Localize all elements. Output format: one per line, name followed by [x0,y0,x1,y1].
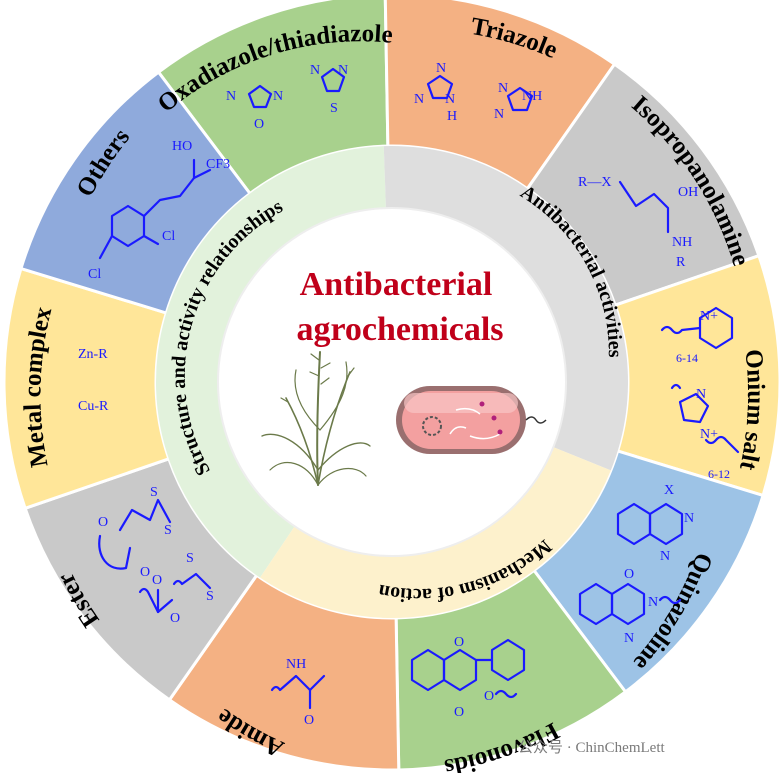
triazole-structure-2: N NH N [494,81,542,122]
ring-activities [383,146,628,471]
atom-n: N [498,81,508,96]
atom-n: N [414,92,424,107]
others-structure: HO CF3 Cl Cl [88,139,230,282]
atom-n: N [648,595,658,610]
r-group: R [676,255,686,270]
title-line-1: Antibacterial [300,266,493,303]
atom-o: O [152,573,162,588]
copper-complex: Cu-R [78,399,109,414]
atom-n: N [624,631,634,646]
oxadiazole-structure: N N O [226,84,283,132]
atom-o: O [140,565,150,580]
atom-n: N [226,89,236,104]
atom-n: N [436,61,446,76]
zinc-complex: Zn-R [78,347,108,362]
atom-h: H [447,109,457,124]
hydroxyl-group: OH [678,185,698,200]
atom-n: N [445,92,455,107]
hydroxyl-group: HO [172,139,192,154]
middle-ring [156,146,628,618]
x-group: X [664,483,674,498]
quinazolinone-structure: O N N [578,567,682,646]
atom-o: O [170,611,180,626]
atom-o: O [304,713,314,728]
amide-structure: NH O [270,657,326,728]
flavone-structure: O O O [410,635,526,720]
atom-n-plus: N+ [700,309,718,324]
atom-n: N [310,63,320,78]
pyridinium-structure: N+ 6-14 [660,306,734,365]
ring-sar [156,146,386,578]
isopropanolamine-structure: R—X OH NH R [578,175,698,270]
watermark: 公众号 · ChinChemLett [518,739,665,756]
ester-structure-3: S S [172,551,214,604]
atom-o: O [98,515,108,530]
atom-s: S [150,485,158,500]
atom-s: S [186,551,194,566]
atom-o: O [454,705,464,720]
atom-n: N [660,549,670,564]
atom-s: S [206,589,214,604]
amine-group: NH [672,235,692,250]
atom-o: O [454,635,464,650]
atom-o: O [624,567,634,582]
chain-length-2: 6-12 [708,467,730,481]
plant-illustration [261,351,371,486]
atom-n: N [696,387,706,402]
atom-o: O [254,117,264,132]
atom-s: S [330,101,338,116]
chloro-group: Cl [162,229,175,244]
ester-structure-2: O O [138,573,180,626]
atom-n: N [338,63,348,78]
atom-o: O [484,689,494,704]
atom-n: N [494,107,504,122]
center-disc-edge [217,207,567,557]
triazole-structure-1: N N N H [414,61,457,124]
metal-complex-structures: Zn-R Cu-R [78,347,109,414]
trifluoromethyl-group: CF3 [206,157,230,172]
atom-nh: NH [522,89,542,104]
ester-structure-1: O O S S [98,485,172,580]
imidazolium-structure: N N+ 6-12 [670,383,740,481]
chloro-group: Cl [88,267,101,282]
atom-n: N [273,89,283,104]
quinazoline-structure-1: X N N [616,483,694,564]
atom-n: N [684,511,694,526]
atom-n-plus: N+ [700,427,718,442]
r-x-group: R—X [578,175,611,190]
amide-nh: NH [286,657,306,672]
center-disc [218,208,566,556]
title-line-2: agrochemicals [296,311,503,348]
ring-mechanism [260,447,611,618]
bacterium-illustration [396,386,547,454]
atom-s: S [164,523,172,538]
chain-length-1: 6-14 [676,351,698,365]
thiadiazole-structure: N N S [310,63,348,116]
